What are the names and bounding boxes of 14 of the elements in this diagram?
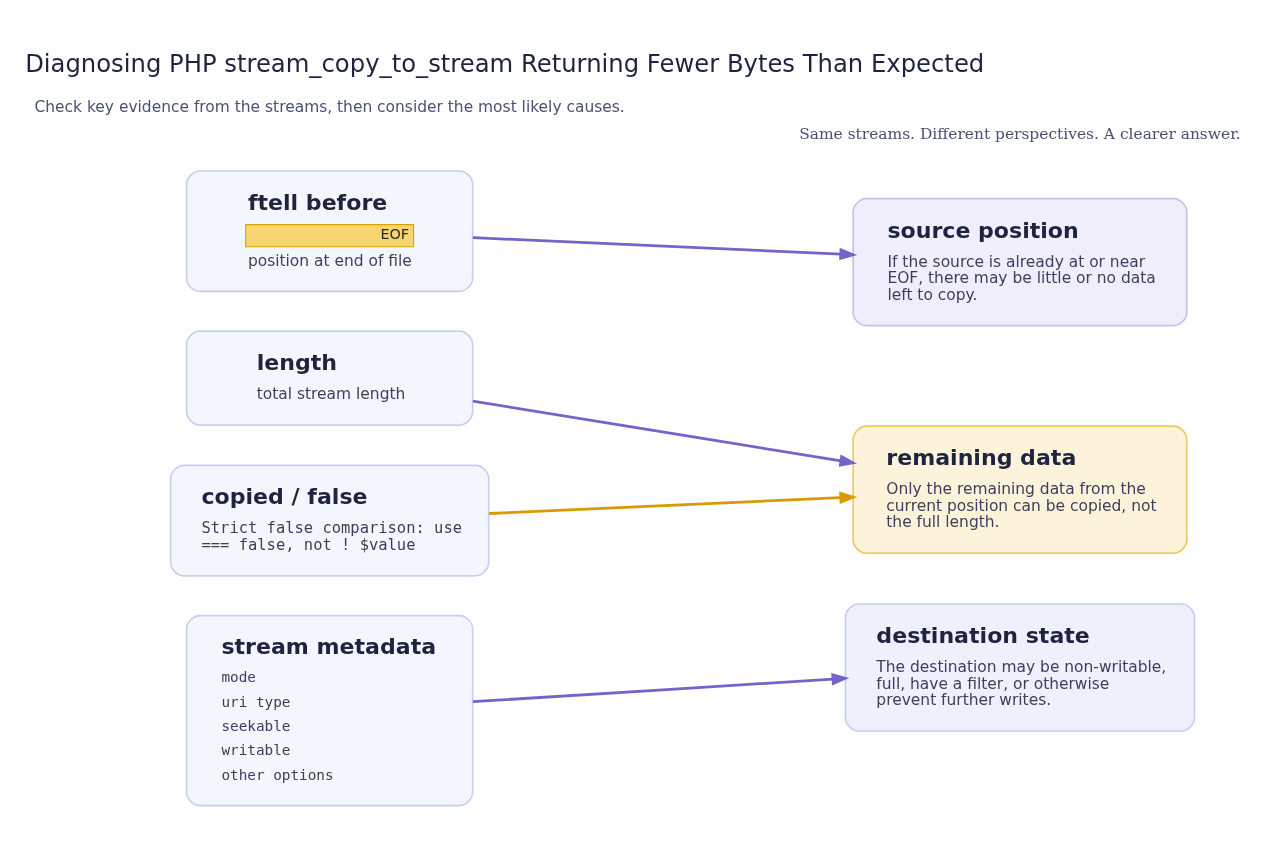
arrow [488, 491, 858, 515]
node-box: length total stream length [185, 329, 474, 426]
arrow [472, 399, 858, 467]
node-box: ftell before EOF position at end of file [185, 169, 474, 292]
node-box: remaining data Only the remaining data from the current position can be copied, not the full length. [852, 424, 1188, 554]
label: Same streams. Different perspectives. A clearer answer. [799, 124, 1241, 143]
node-box: stream metadata mode uri type seekable writable other options [185, 614, 474, 806]
node-box: source position If the source is already at or near EOF, there may be little or no data left to copy. [852, 197, 1188, 326]
node-box: copied / false Strict false comparison: use === false, not ! $value [169, 464, 490, 577]
node-box: destination state The destination may be non-writable, full, have a filter, or otherwise prevent further writes. [844, 602, 1196, 732]
label: Check key evidence from the streams, then consider the most likely causes. [34, 97, 625, 116]
diagram-title: Diagnosing PHP stream_copy_to_stream Returning Fewer Bytes Than Expected [25, 48, 985, 78]
arrow [472, 235, 858, 260]
arrow [472, 672, 850, 703]
